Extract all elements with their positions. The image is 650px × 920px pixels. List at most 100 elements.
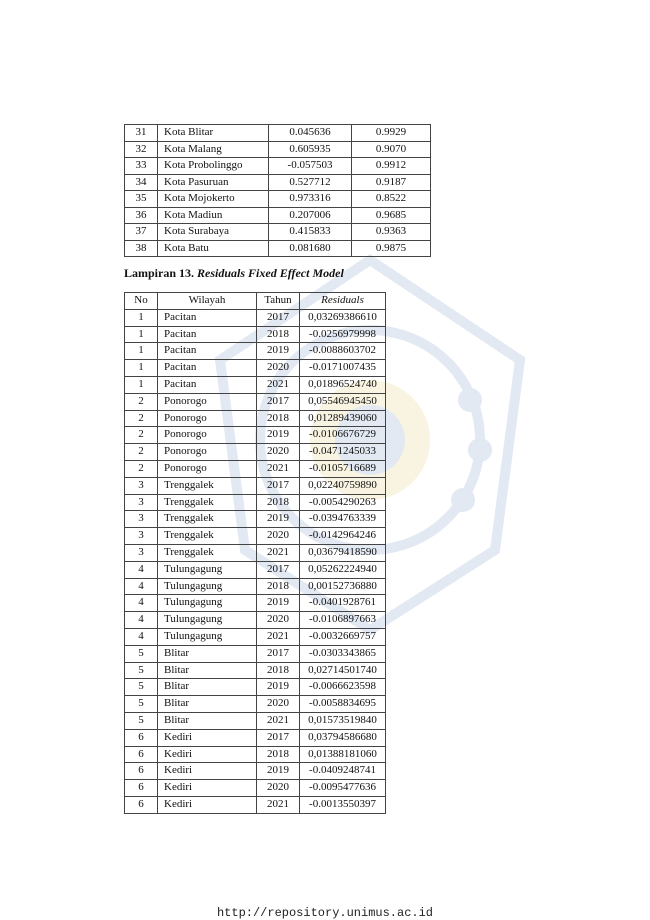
cell-tahun: 2018: [256, 745, 300, 764]
cell-wilayah: Kota Mojokerto: [157, 190, 269, 208]
cell-wilayah: Ponorogo: [157, 426, 257, 445]
cell-no: 1: [124, 325, 158, 344]
cell-residual: -0.0066623598: [299, 678, 386, 697]
cell-value-1: 0.527712: [268, 173, 352, 191]
cell-residual: 0,05546945450: [299, 392, 386, 411]
cell-wilayah: Pacitan: [157, 375, 257, 394]
cell-wilayah: Blitar: [157, 711, 257, 730]
cell-tahun: 2017: [256, 644, 300, 663]
cell-wilayah: Pacitan: [157, 359, 257, 377]
cell-no: 3: [124, 476, 158, 495]
cell-no: 3: [124, 527, 158, 545]
cell-wilayah: Trenggalek: [157, 543, 257, 562]
header-row: No Wilayah Tahun Residuals: [124, 292, 386, 310]
cell-residual: 0,01573519840: [299, 711, 386, 730]
cell-wilayah: Kota Surabaya: [157, 223, 269, 241]
cell-value-1: 0.973316: [268, 190, 352, 208]
cell-wilayah: Pacitan: [157, 342, 257, 361]
cell-tahun: 2020: [256, 779, 300, 797]
cell-residual: 0,01388181060: [299, 745, 386, 764]
cell-tahun: 2020: [256, 443, 300, 461]
cell-no: 6: [124, 779, 158, 797]
cell-no: 34: [124, 173, 158, 191]
cell-wilayah: Trenggalek: [157, 510, 257, 529]
cell-value-1: 0.081680: [268, 239, 352, 257]
caption-prefix: Lampiran 13.: [124, 266, 198, 280]
cell-wilayah: Trenggalek: [157, 476, 257, 495]
footer-url: http://repository.unimus.ac.id: [216, 906, 434, 920]
cell-value-1: 0.045636: [268, 124, 352, 142]
cell-wilayah: Ponorogo: [157, 443, 257, 461]
cell-wilayah: Kediri: [157, 795, 257, 814]
cell-residual: 0,01289439060: [299, 409, 386, 428]
header-no: No: [124, 292, 158, 310]
cell-no: 5: [124, 695, 158, 713]
cell-wilayah: Kediri: [157, 728, 257, 747]
cell-no: 5: [124, 711, 158, 730]
cell-residual: 0,03679418590: [299, 543, 386, 562]
cell-tahun: 2017: [256, 560, 300, 579]
cell-value-1: 0.605935: [268, 140, 352, 158]
cell-residual: 0,02240759890: [299, 476, 386, 495]
cell-residual: -0.0105716689: [299, 459, 386, 478]
cell-value-2: 0.9363: [351, 223, 431, 241]
cell-residual: -0.0054290263: [299, 493, 386, 512]
cell-wilayah: Trenggalek: [157, 527, 257, 545]
cell-tahun: 2021: [256, 627, 300, 646]
cell-tahun: 2018: [256, 661, 300, 680]
cell-wilayah: Kota Batu: [157, 239, 269, 257]
cell-wilayah: Kota Pasuruan: [157, 173, 269, 191]
cell-tahun: 2017: [256, 476, 300, 495]
cell-tahun: 2017: [256, 392, 300, 411]
cell-residual: -0.0303343865: [299, 644, 386, 663]
cell-tahun: 2021: [256, 543, 300, 562]
cell-residual: -0.0106676729: [299, 426, 386, 445]
cell-wilayah: Tulungagung: [157, 627, 257, 646]
cell-wilayah: Kota Malang: [157, 140, 269, 158]
cell-residual: -0.0142964246: [299, 527, 386, 545]
caption-title: Residuals Fixed Effect Model: [197, 266, 344, 280]
cell-wilayah: Ponorogo: [157, 409, 257, 428]
cell-no: 1: [124, 359, 158, 377]
cell-wilayah: Blitar: [157, 661, 257, 680]
cell-tahun: 2021: [256, 795, 300, 814]
cell-tahun: 2019: [256, 510, 300, 529]
cell-no: 35: [124, 190, 158, 208]
cell-tahun: 2019: [256, 342, 300, 361]
cell-value-1: -0.057503: [268, 157, 352, 175]
cell-residual: 0,02714501740: [299, 661, 386, 680]
cell-no: 3: [124, 543, 158, 562]
cell-no: 5: [124, 661, 158, 680]
cell-tahun: 2018: [256, 493, 300, 512]
cell-wilayah: Pacitan: [157, 325, 257, 344]
cell-tahun: 2021: [256, 375, 300, 394]
header-tahun: Tahun: [256, 292, 300, 310]
cell-wilayah: Trenggalek: [157, 493, 257, 512]
cell-no: 5: [124, 644, 158, 663]
cell-value-2: 0.9912: [351, 157, 431, 175]
cell-no: 37: [124, 223, 158, 241]
cell-value-2: 0.9187: [351, 173, 431, 191]
cell-no: 3: [124, 493, 158, 512]
cell-wilayah: Blitar: [157, 678, 257, 697]
